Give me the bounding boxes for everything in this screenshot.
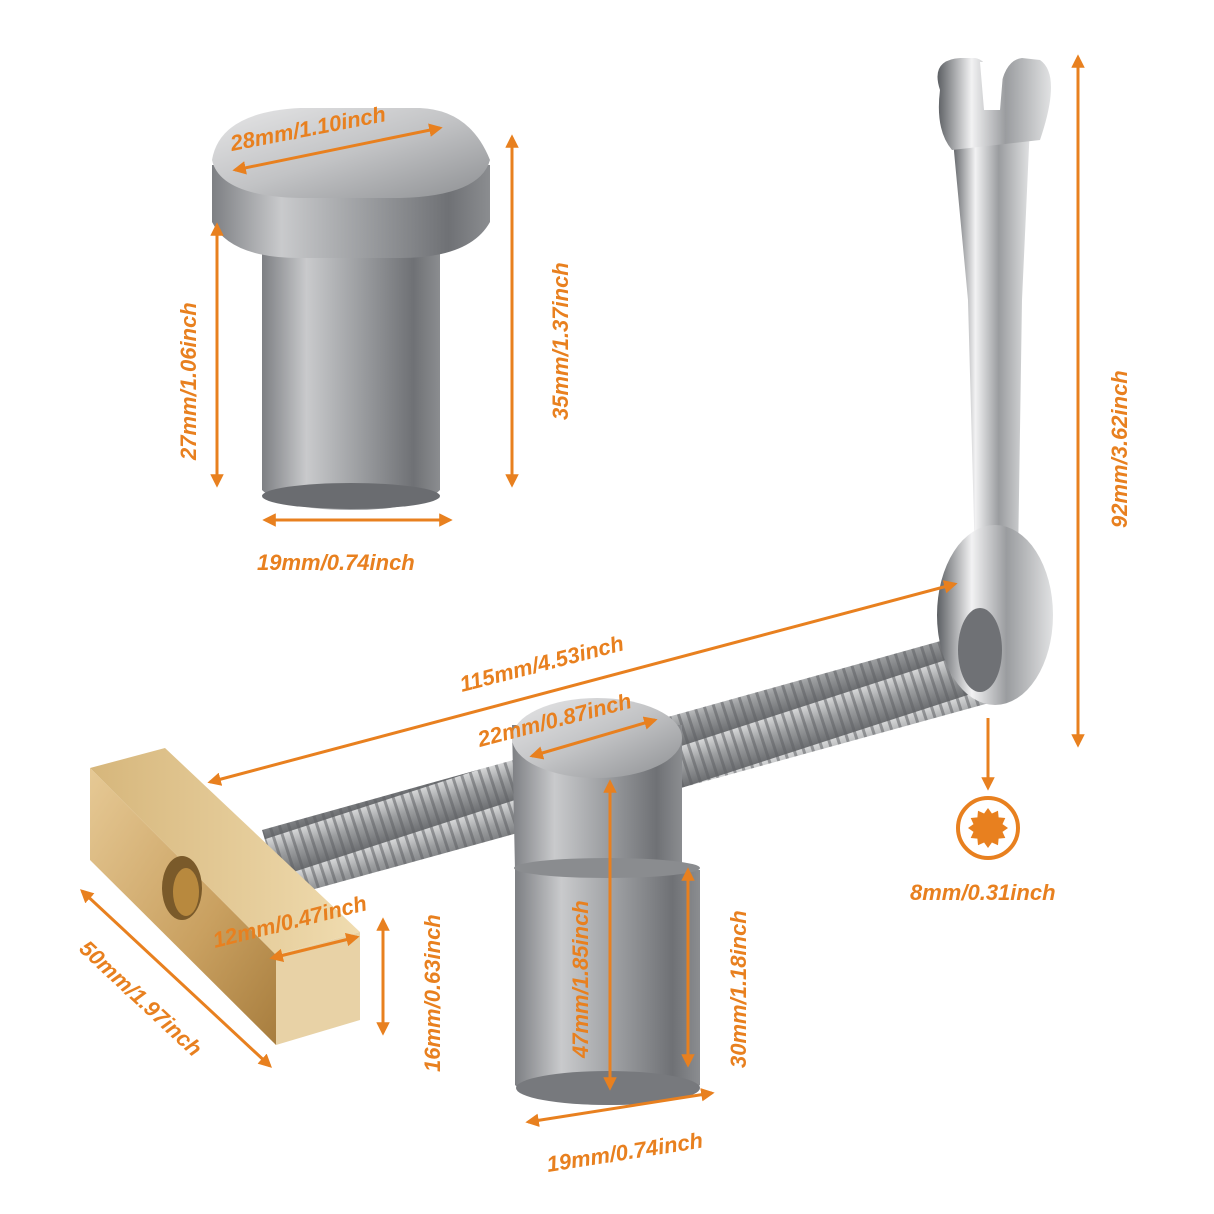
brass-pad-length-arrow	[80, 889, 272, 1068]
wrench	[937, 58, 1053, 705]
brass-pad-thickness-arrow	[269, 933, 360, 962]
bench-dog-top-width-arrow	[232, 123, 443, 175]
socket-size-label: 8mm/0.31inch	[910, 880, 1056, 905]
bench-dog	[212, 108, 490, 510]
bench-dog-shaft-diameter-label: 19mm/0.74inch	[257, 550, 415, 575]
dimension-lines	[80, 54, 1085, 1127]
screw-length-arrow	[207, 580, 958, 786]
collar-top-diameter-arrow	[529, 716, 658, 760]
screw-length-label: 115mm/4.53inch	[457, 630, 626, 696]
brass-pad-height-label: 16mm/0.63inch	[420, 914, 445, 1072]
post-collar	[512, 698, 700, 1105]
wrench-length-label: 92mm/3.62inch	[1107, 370, 1132, 528]
post-diameter-arrow	[525, 1088, 715, 1127]
post-lower-height-label: 30mm/1.18inch	[726, 910, 751, 1068]
post-total-height-label: 47mm/1.85inch	[568, 900, 593, 1059]
socket-8mm-icon	[956, 796, 1020, 860]
bench-dog-total-height-label: 35mm/1.37inch	[548, 262, 573, 420]
post-diameter-label: 19mm/0.74inch	[545, 1128, 705, 1177]
bench-dog-shaft-height-label: 27mm/1.06inch	[176, 302, 201, 461]
